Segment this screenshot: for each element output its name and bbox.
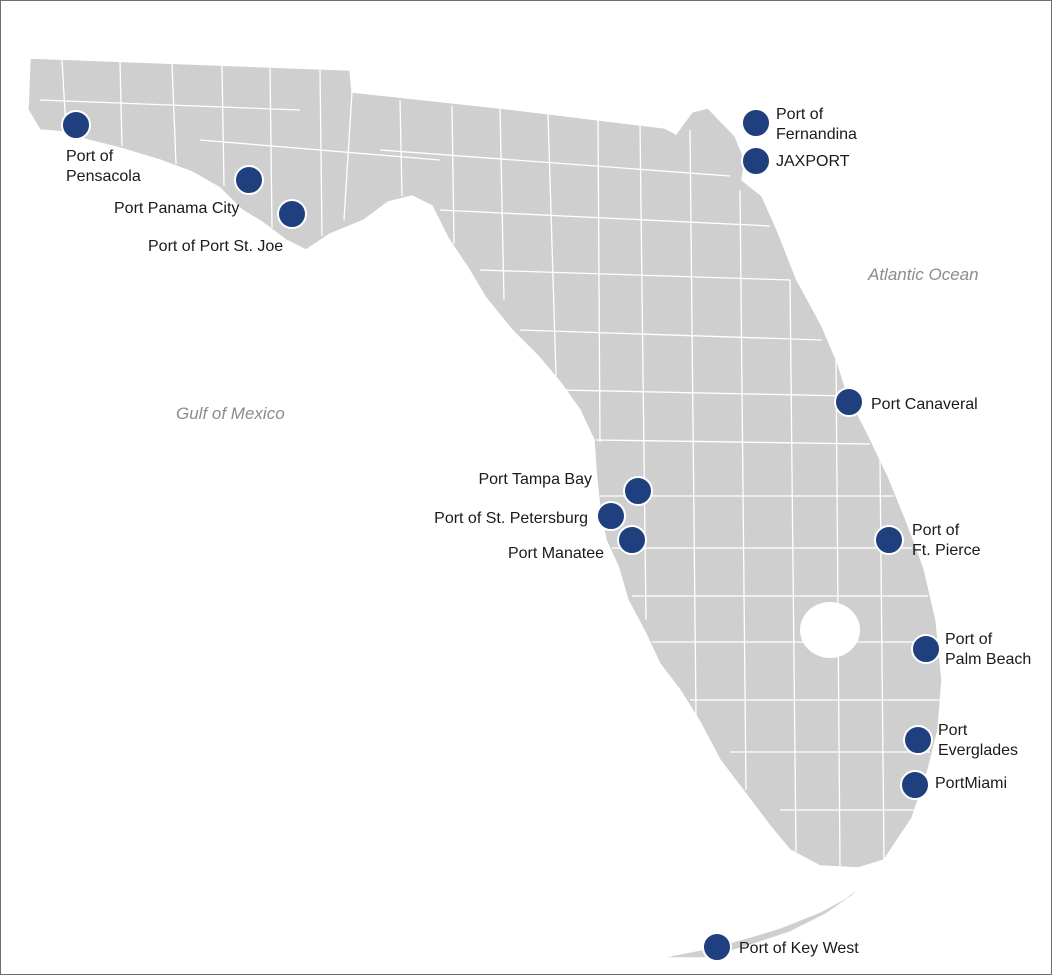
port-marker-canaveral[interactable] [834, 387, 864, 417]
port-label-everglades: Port Everglades [938, 722, 1019, 759]
port-label-manatee: Port Manatee [507, 545, 604, 562]
port-marker-manatee[interactable] [617, 525, 647, 555]
port-label-pensacola: Port of Pensacola [66, 148, 141, 185]
port-label-palm-beach: Port of Palm Beach [945, 631, 1032, 668]
port-marker-tampa-bay[interactable] [623, 476, 653, 506]
port-marker-panama-city[interactable] [234, 165, 264, 195]
port-label-ft-pierce: Port of Ft. Pierce [912, 522, 981, 559]
port-marker-miami[interactable] [900, 770, 930, 800]
gulf-of-mexico-label: Gulf of Mexico [176, 404, 285, 423]
port-marker-palm-beach[interactable] [911, 634, 941, 664]
lake-okeechobee [800, 602, 860, 658]
port-label-key-west: Port of Key West [739, 940, 859, 957]
florida-keys [659, 883, 863, 959]
port-label-fernandina: Port of Fernandina [776, 106, 857, 143]
port-marker-key-west[interactable] [702, 932, 732, 962]
port-label-miami: PortMiami [935, 775, 1008, 792]
county-lines [39, 59, 940, 867]
port-label-panama-city: Port Panama City [114, 200, 240, 217]
port-label-tampa-bay: Port Tampa Bay [478, 471, 592, 488]
port-marker-port-st-joe[interactable] [277, 199, 307, 229]
port-marker-st-petersburg[interactable] [596, 501, 626, 531]
port-label-jaxport: JAXPORT [776, 153, 850, 170]
port-marker-everglades[interactable] [903, 725, 933, 755]
port-label-canaveral: Port Canaveral [871, 396, 978, 413]
port-label-port-st-joe: Port of Port St. Joe [148, 238, 284, 255]
port-label-st-petersburg: Port of St. Petersburg [434, 510, 588, 527]
port-marker-pensacola[interactable] [61, 110, 91, 140]
port-markers [61, 108, 941, 962]
florida-landmass [27, 57, 943, 869]
atlantic-ocean-label: Atlantic Ocean [868, 265, 979, 284]
port-marker-fernandina[interactable] [741, 108, 771, 138]
port-marker-jaxport[interactable] [741, 146, 771, 176]
port-marker-ft-pierce[interactable] [874, 525, 904, 555]
